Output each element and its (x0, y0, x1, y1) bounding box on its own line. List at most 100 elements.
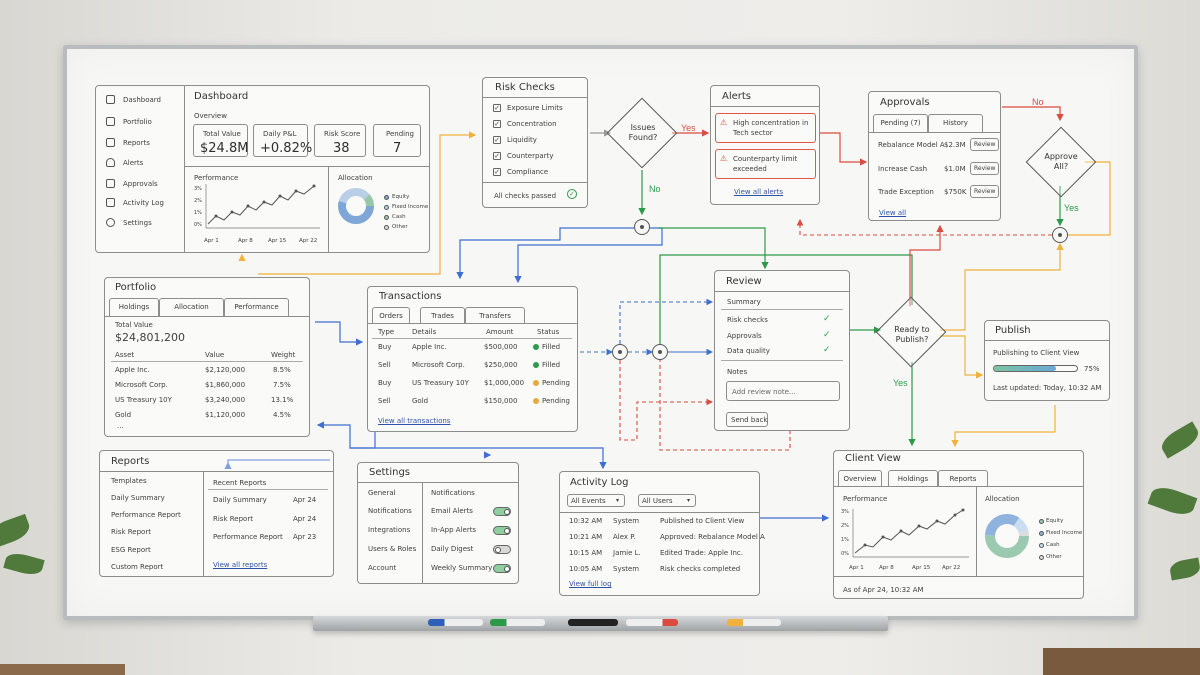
red-marker[interactable] (626, 619, 678, 626)
tab-transfers[interactable]: Transfers (465, 307, 525, 323)
warning-icon: ⚠ (720, 118, 728, 127)
perf-x-tick: Apr 8 (879, 565, 894, 571)
settings-nav-item[interactable]: Integrations (368, 526, 411, 534)
toggle-switch[interactable] (493, 507, 511, 516)
log-icon (106, 198, 115, 207)
approval-value: $2.3M (944, 141, 966, 149)
template-item[interactable]: ESG Report (111, 546, 151, 554)
log-time: 10:32 AM (569, 517, 603, 525)
txn-details: Gold (412, 397, 429, 405)
tab-overview[interactable]: Overview (838, 470, 882, 486)
dashboard-title: Dashboard (194, 91, 249, 102)
template-item[interactable]: Daily Summary (111, 494, 165, 502)
blue-marker[interactable] (428, 619, 483, 626)
nav-activity-log[interactable]: Activity Log (123, 199, 164, 207)
yellow-marker[interactable] (727, 619, 781, 626)
settings-nav-item[interactable]: General (368, 489, 396, 497)
legend-swatch (1039, 543, 1044, 548)
risk-item: Compliance (507, 168, 549, 176)
kpi-daily-pnl: Daily P&L +0.82% (253, 124, 312, 157)
nav-approvals[interactable]: Approvals (123, 180, 158, 188)
txn-type: Buy (378, 379, 392, 387)
nav-settings[interactable]: Settings (123, 219, 152, 227)
perf-y-tick: 3% (194, 186, 202, 192)
review-note-input[interactable]: Add review note... (726, 381, 840, 401)
review-button[interactable]: Review (970, 138, 1000, 151)
tab-orders[interactable]: Orders (372, 307, 410, 323)
settings-nav-item[interactable]: Notifications (368, 507, 412, 515)
reports-panel: Reports Templates Daily Summary Performa… (99, 450, 334, 577)
perf-y-tick: 3% (841, 509, 849, 515)
checkbox[interactable]: ✓ (493, 168, 501, 176)
tab-trades[interactable]: Trades (420, 307, 465, 323)
perf-x-tick: Apr 15 (912, 565, 931, 571)
alert-item[interactable]: ⚠ Counterparty limit exceeded (715, 149, 816, 179)
view-all-alerts-link[interactable]: View all alerts (734, 188, 784, 196)
recent-report[interactable]: Performance Report (213, 533, 283, 541)
toggle-switch[interactable] (493, 545, 511, 554)
col-header: Amount (486, 328, 514, 336)
review-button[interactable]: Review (970, 185, 1000, 198)
review-button[interactable]: Review (970, 162, 1000, 175)
tab-history[interactable]: History (928, 114, 983, 132)
user-filter-select[interactable]: All Users▾ (638, 494, 696, 507)
template-item[interactable]: Risk Report (111, 528, 151, 536)
checkbox[interactable]: ✓ (493, 136, 501, 144)
approval-name: Rebalance Model A (878, 141, 945, 149)
checkbox[interactable]: ✓ (493, 104, 501, 112)
junction-node (634, 219, 650, 235)
event-filter-select[interactable]: All Events▾ (567, 494, 625, 507)
nav-dashboard[interactable]: Dashboard (123, 96, 161, 104)
perf-y-tick: 1% (194, 210, 202, 216)
legend-swatch (384, 225, 389, 230)
txn-status: Pending (542, 379, 570, 387)
view-all-approvals-link[interactable]: View all (879, 209, 907, 217)
view-all-reports-link[interactable]: View all reports (213, 561, 268, 569)
legend-label: Fixed Income (1046, 530, 1083, 536)
client-allocation-donut (985, 514, 1029, 558)
txn-type: Sell (378, 361, 391, 369)
review-title: Review (726, 276, 762, 287)
recent-report[interactable]: Daily Summary (213, 496, 267, 504)
perf-y-tick: 0% (841, 551, 849, 557)
approval-name: Increase Cash (878, 165, 928, 173)
nav-reports[interactable]: Reports (123, 139, 150, 147)
recent-report[interactable]: Risk Report (213, 515, 253, 523)
review-check: Risk checks (727, 316, 768, 324)
log-event: Published to Client View (660, 517, 745, 525)
nav-alerts[interactable]: Alerts (123, 159, 144, 167)
perf-y-tick: 0% (194, 222, 202, 228)
approvals-title: Approvals (880, 97, 930, 108)
send-back-button[interactable]: Send back (726, 412, 768, 427)
settings-nav-item[interactable]: Account (368, 564, 397, 572)
tab-pending[interactable]: Pending (7) (873, 114, 928, 132)
checkbox[interactable]: ✓ (493, 152, 501, 160)
toggle-switch[interactable] (493, 526, 511, 535)
eraser[interactable] (568, 619, 618, 626)
activity-log-title: Activity Log (570, 477, 629, 488)
settings-nav-item[interactable]: Users & Roles (368, 545, 417, 553)
alert-item[interactable]: ⚠ High concentration in Tech sector (715, 113, 816, 143)
log-event: Approved: Rebalance Model A (660, 533, 765, 541)
kpi-pending: Pending 7 (373, 124, 421, 157)
tab-allocation[interactable]: Allocation (159, 298, 224, 316)
view-all-transactions-link[interactable]: View all transactions (378, 417, 451, 425)
txn-status: Filled (542, 343, 561, 351)
summary-label: Summary (727, 298, 761, 306)
template-item[interactable]: Performance Report (111, 511, 181, 519)
nav-portfolio[interactable]: Portfolio (123, 118, 152, 126)
green-marker[interactable] (490, 619, 545, 626)
checkbox[interactable]: ✓ (493, 120, 501, 128)
risk-item: Liquidity (507, 136, 537, 144)
tab-performance[interactable]: Performance (224, 298, 289, 316)
tab-holdings[interactable]: Holdings (888, 470, 938, 486)
notifications-heading: Notifications (431, 489, 475, 497)
tab-reports[interactable]: Reports (938, 470, 988, 486)
template-item[interactable]: Custom Report (111, 563, 164, 571)
tab-holdings[interactable]: Holdings (109, 298, 159, 316)
toggle-switch[interactable] (493, 564, 511, 573)
client-performance-chart (852, 508, 969, 558)
txn-details: US Treasury 10Y (412, 379, 469, 387)
view-full-log-link[interactable]: View full log (569, 580, 612, 588)
